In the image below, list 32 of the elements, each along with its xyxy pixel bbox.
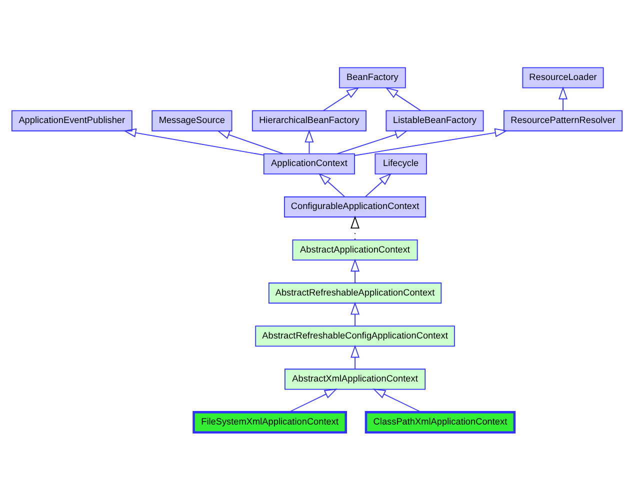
node-box: AbstractRefreshableConfigApplicationContext bbox=[255, 326, 455, 347]
node-box: FileSystemXmlApplicationContext bbox=[192, 411, 347, 434]
arrow bbox=[365, 173, 392, 197]
arrow bbox=[336, 130, 408, 154]
arrow bbox=[354, 128, 508, 156]
arrow bbox=[558, 86, 568, 111]
arrow bbox=[323, 87, 360, 111]
node-box: ConfigurableApplicationContext bbox=[284, 196, 426, 218]
node-box: AbstractXmlApplicationContext bbox=[284, 368, 426, 390]
arrow bbox=[123, 128, 264, 156]
node-box: ListableBeanFactory bbox=[386, 110, 484, 132]
arrow bbox=[216, 130, 284, 154]
arrow bbox=[350, 258, 360, 284]
node-box: BeanFactory bbox=[339, 67, 406, 88]
arrow bbox=[350, 344, 360, 370]
arrow bbox=[385, 87, 422, 111]
node-box: ClassPathXmlApplicationContext bbox=[364, 411, 516, 434]
arrow bbox=[350, 216, 360, 240]
arrow bbox=[350, 302, 360, 326]
node-box: MessageSource bbox=[152, 110, 232, 132]
node-box: ResourceLoader bbox=[522, 67, 604, 88]
node-box: AbstractRefreshableApplicationContext bbox=[268, 282, 442, 304]
node-box: ApplicationEventPublisher bbox=[11, 110, 132, 132]
arrow bbox=[372, 388, 422, 412]
node-box: AbstractApplicationContext bbox=[292, 239, 418, 261]
arrow bbox=[288, 388, 338, 412]
node-box: ResourcePatternResolver bbox=[503, 110, 623, 132]
node-box: ApplicationContext bbox=[263, 153, 356, 174]
node-box: Lifecycle bbox=[374, 153, 427, 174]
arrow bbox=[304, 130, 314, 154]
arrow bbox=[318, 173, 345, 197]
node-box: HierarchicalBeanFactory bbox=[252, 110, 366, 132]
